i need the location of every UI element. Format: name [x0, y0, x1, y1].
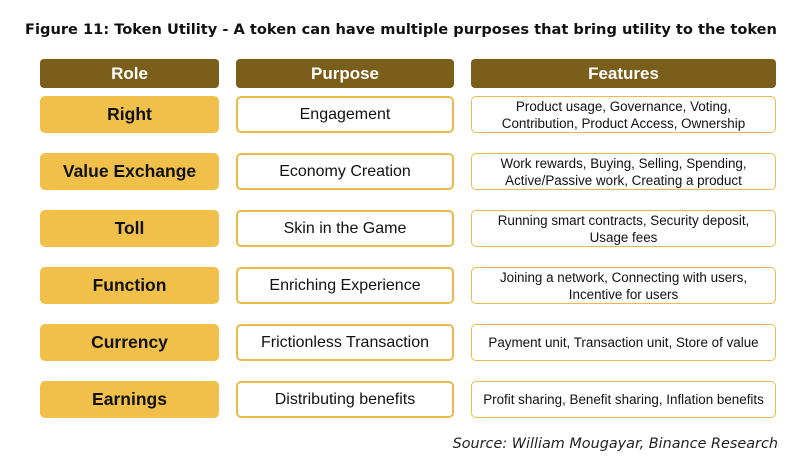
role-cell: Currency [40, 324, 219, 361]
purpose-cell: Distributing benefits [236, 381, 454, 418]
features-cell: Product usage, Governance, Voting, Contr… [471, 96, 776, 133]
features-cell: Profit sharing, Benefit sharing, Inflati… [471, 381, 776, 418]
table-row: Currency Frictionless Transaction Paymen… [0, 324, 802, 361]
role-cell: Function [40, 267, 219, 304]
header-purpose: Purpose [236, 59, 454, 88]
table-row: Right Engagement Product usage, Governan… [0, 96, 802, 133]
table-row: Function Enriching Experience Joining a … [0, 267, 802, 304]
figure-title: Figure 11: Token Utility - A token can h… [25, 21, 777, 38]
table-row: Earnings Distributing benefits Profit sh… [0, 381, 802, 418]
purpose-cell: Economy Creation [236, 153, 454, 190]
table-row: Value Exchange Economy Creation Work rew… [0, 153, 802, 190]
features-cell: Running smart contracts, Security deposi… [471, 210, 776, 247]
source-note: Source: William Mougayar, Binance Resear… [452, 436, 778, 452]
role-cell: Earnings [40, 381, 219, 418]
purpose-cell: Engagement [236, 96, 454, 133]
features-cell: Joining a network, Connecting with users… [471, 267, 776, 304]
features-cell: Work rewards, Buying, Selling, Spending,… [471, 153, 776, 190]
table-row: Toll Skin in the Game Running smart cont… [0, 210, 802, 247]
header-role: Role [40, 59, 219, 88]
role-cell: Value Exchange [40, 153, 219, 190]
features-cell: Payment unit, Transaction unit, Store of… [471, 324, 776, 361]
role-cell: Toll [40, 210, 219, 247]
purpose-cell: Skin in the Game [236, 210, 454, 247]
purpose-cell: Enriching Experience [236, 267, 454, 304]
role-cell: Right [40, 96, 219, 133]
purpose-cell: Frictionless Transaction [236, 324, 454, 361]
header-features: Features [471, 59, 776, 88]
